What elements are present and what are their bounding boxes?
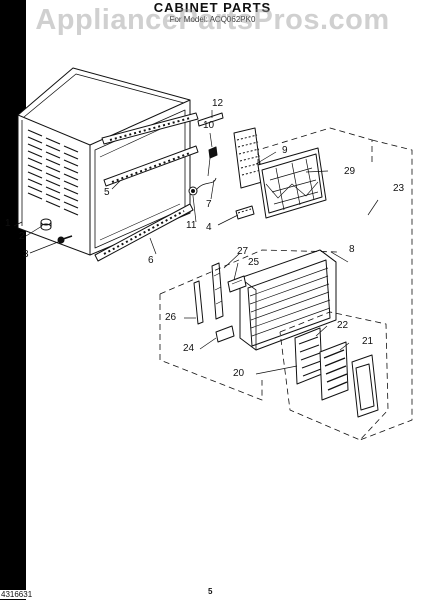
callout-1: 1 xyxy=(5,218,11,229)
callout-12: 12 xyxy=(212,98,224,109)
side-louvers xyxy=(27,129,79,216)
page-spine xyxy=(0,0,26,600)
callout-22: 22 xyxy=(337,320,349,331)
page-title: CABINET PARTS xyxy=(153,0,272,15)
assembly-outline-20 xyxy=(279,311,389,441)
clip-10 xyxy=(208,146,218,159)
callout-26: 26 xyxy=(165,312,177,323)
cabinet-shell xyxy=(17,67,191,256)
filter-frame-29 xyxy=(257,147,327,219)
callout-8: 8 xyxy=(349,244,355,255)
seal-25 xyxy=(227,275,247,293)
assembly-outline-front xyxy=(159,249,339,401)
callout-29: 29 xyxy=(344,166,356,177)
front-grille-8 xyxy=(239,249,337,351)
callout-9: 9 xyxy=(282,145,288,156)
callout-27: 27 xyxy=(237,246,249,257)
hose-11 xyxy=(188,177,217,196)
watermark: AppliancePartsPros.com xyxy=(35,4,390,36)
foam-4 xyxy=(235,205,255,220)
middle-rail xyxy=(103,145,199,187)
model-subtitle: For Model: ACQ062PK0 xyxy=(169,15,256,24)
strip-27 xyxy=(211,262,224,320)
strip-26 xyxy=(193,280,204,325)
part-24 xyxy=(215,325,235,343)
callout-11: 11 xyxy=(186,220,197,231)
page-number: 5 xyxy=(208,587,213,596)
rail-6 xyxy=(94,203,194,262)
callout-6: 6 xyxy=(148,255,154,266)
callout-2: 2 xyxy=(19,231,25,242)
hardware-2-3 xyxy=(40,218,73,244)
callout-24: 24 xyxy=(183,343,195,354)
callout-4: 4 xyxy=(206,222,212,233)
louver-22 xyxy=(294,327,323,385)
document-code: 4316631 xyxy=(0,590,34,599)
callout-3: 3 xyxy=(23,249,29,260)
assembly-outline-23 xyxy=(257,127,413,441)
callout-25: 25 xyxy=(248,257,260,268)
callout-7: 7 xyxy=(206,199,212,210)
callout-23: 23 xyxy=(393,183,405,194)
callout-10: 10 xyxy=(203,120,215,131)
bracket-12 xyxy=(197,112,224,127)
filter-9 xyxy=(233,127,263,189)
callout-21: 21 xyxy=(362,336,374,347)
louver-21 xyxy=(319,341,349,401)
callout-20: 20 xyxy=(233,368,245,379)
callout-5: 5 xyxy=(104,187,110,198)
upper-rail xyxy=(101,112,199,145)
leader-lines xyxy=(13,110,379,375)
louver-frame xyxy=(351,354,379,418)
